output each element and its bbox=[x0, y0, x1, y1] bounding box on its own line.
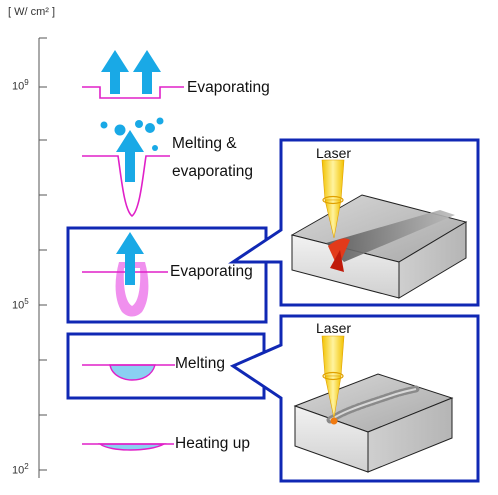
stage-evaporating-high bbox=[82, 50, 184, 99]
keyhole-highlight-frame bbox=[66, 226, 268, 324]
stage-label-melting-line2: evaporating bbox=[172, 163, 254, 180]
stage-label-melting: Melting bbox=[175, 355, 225, 372]
callout-laser-label-2: Laser bbox=[316, 320, 352, 336]
stage-label-melting-line1: Melting & bbox=[172, 135, 237, 152]
vapor-arrow-icon bbox=[101, 50, 129, 94]
stage-label-evaporating-keyhole: Evaporating bbox=[170, 263, 253, 280]
intensity-axis bbox=[38, 37, 47, 478]
vapor-arrow-icon bbox=[133, 50, 161, 94]
stage-heating-up bbox=[82, 443, 174, 451]
callout-conduction-welding bbox=[229, 314, 480, 483]
axis-tick-1e5: 105 bbox=[12, 297, 29, 312]
stage-label-evaporating-high: Evaporating bbox=[187, 79, 270, 96]
axis-unit-label: [ W/ cm² ] bbox=[8, 6, 56, 18]
stage-label-heating-up: Heating up bbox=[175, 435, 250, 452]
axis-tick-1e2: 102 bbox=[12, 462, 29, 477]
callout-laser-label-1: Laser bbox=[316, 145, 352, 161]
callout-keyhole-welding bbox=[228, 138, 480, 307]
stage-melting bbox=[82, 364, 175, 381]
stage-melting-evaporating bbox=[82, 117, 170, 218]
stage-evaporating-keyhole bbox=[82, 232, 168, 317]
axis-tick-1e9: 109 bbox=[12, 78, 29, 93]
surface-line bbox=[82, 86, 184, 99]
vapor-arrow-icon bbox=[116, 232, 144, 285]
vapor-arrow-icon bbox=[116, 130, 144, 182]
